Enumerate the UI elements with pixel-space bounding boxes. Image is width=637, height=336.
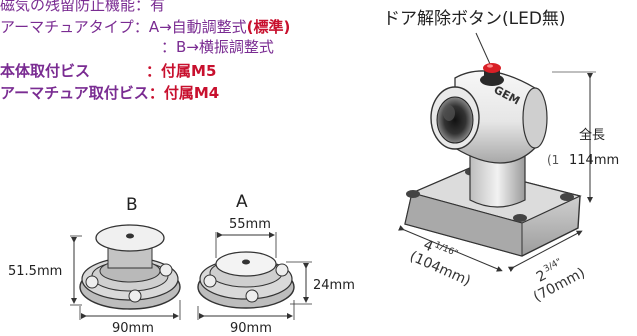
magnet-body <box>430 70 548 164</box>
armature-a-label: A <box>236 192 248 212</box>
spec-emphasis: (標準) <box>246 18 291 36</box>
spec-label: アーマチュア取付ビス <box>0 84 149 102</box>
spec-value: 付属M4 <box>163 84 220 102</box>
depth-dimension-line <box>398 225 503 272</box>
top-a-label: 55mm <box>229 217 271 232</box>
spec-sep: ： <box>133 18 149 36</box>
release-button-icon <box>480 63 504 86</box>
length-label: 全長 <box>579 127 605 143</box>
spec-label: アーマチュアタイプ <box>0 18 134 36</box>
armature-b-label: B <box>126 195 138 215</box>
spec-sep: ： <box>135 0 151 14</box>
width-dimension-line <box>507 230 583 273</box>
depth-fraction: 1/16" <box>433 240 459 259</box>
spec-armature-type-b: ：B→横振調整式 <box>161 38 274 57</box>
armature-drawings: B A 51.5mm <box>8 192 355 336</box>
width-fraction: 3/4" <box>542 257 563 275</box>
spec-sep: ： <box>146 62 162 80</box>
partial-dimension-text: (1 <box>547 153 559 167</box>
width-a-label: 90mm <box>230 321 272 336</box>
spec-value: A→自動調整式 <box>148 18 247 36</box>
release-button-callout: ドア解除ボタン(LED無) <box>383 9 566 29</box>
height-a-label: 24mm <box>313 278 355 293</box>
callout-leader-line <box>475 32 491 65</box>
spec-label: 磁気の残留防止機能 <box>0 0 136 14</box>
armature-a <box>197 251 295 309</box>
spec-sep: ： <box>148 84 164 102</box>
length-value: 114mm <box>569 153 619 168</box>
width-b-label: 90mm <box>112 321 154 336</box>
armature-b <box>79 224 181 310</box>
spec-value: ：B→横振調整式 <box>161 38 274 56</box>
spec-residual-magnetism: 磁気の残留防止機能：有 <box>0 0 165 15</box>
spec-body-screw: 本体取付ビス ：付属M5 <box>0 62 216 81</box>
door-holder-drawing: ドア解除ボタン(LED無) GEM <box>383 9 619 305</box>
spec-value: 付属M5 <box>161 62 217 80</box>
spec-armature-type: アーマチュアタイプ：A→自動調整式(標準) <box>0 18 290 37</box>
spec-value: 有 <box>150 0 166 14</box>
spec-armature-screw: アーマチュア取付ビス：付属M4 <box>0 84 219 103</box>
spec-label: 本体取付ビス <box>0 62 91 80</box>
height-b-label: 51.5mm <box>8 264 62 279</box>
